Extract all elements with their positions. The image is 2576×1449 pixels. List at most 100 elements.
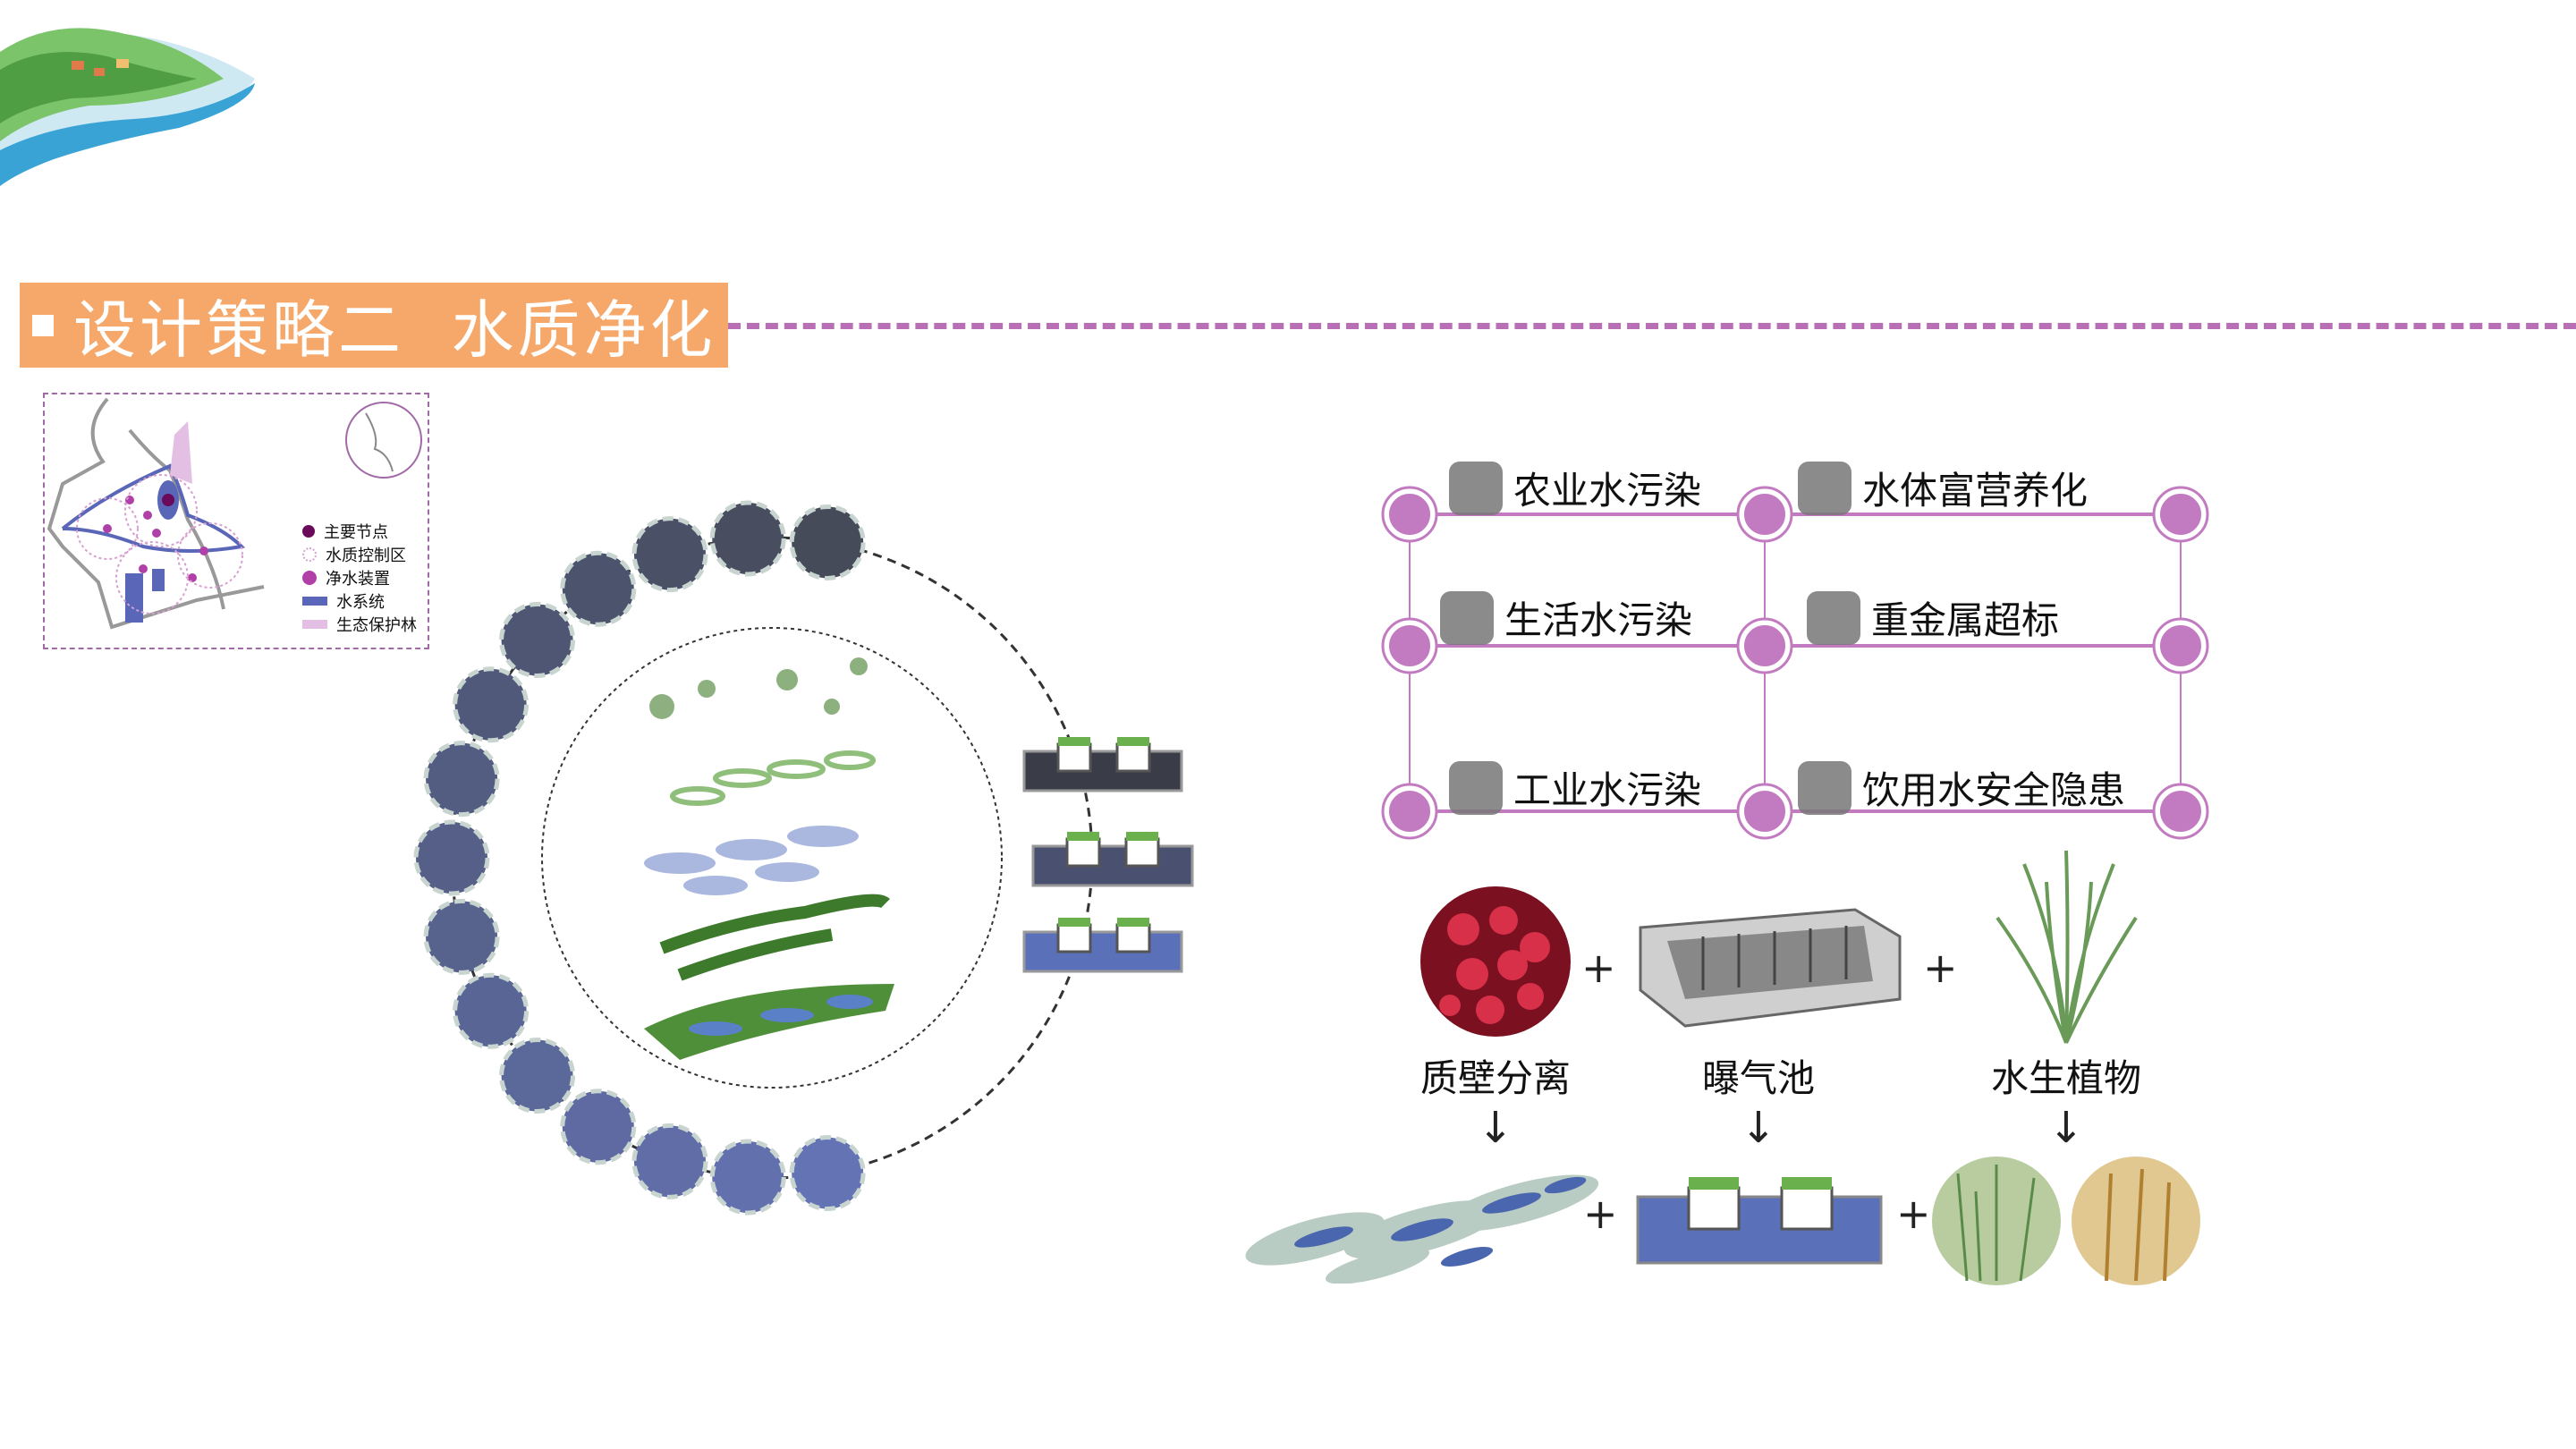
down-arrow-icon: ↓: [2047, 1103, 2085, 1153]
legend-label: 净水装置: [326, 570, 390, 589]
dotted-circle-icon: [302, 547, 317, 562]
site-map-legend-panel: 主要节点 水质控制区 净水装置 水系统 生态保护林: [43, 393, 429, 649]
cell-texture-dot: [560, 1089, 637, 1165]
legend-item-purifier: 净水装置: [302, 566, 390, 589]
problem-label: 水体富营养化: [1862, 469, 2089, 513]
method-label: 曝气池: [1701, 1056, 1815, 1100]
problem-item: 生活水污染: [1440, 590, 1692, 645]
problem-item: 饮用水安全隐患: [1798, 760, 2125, 815]
problem-item: 农业水污染: [1449, 461, 1701, 515]
pipe-discharge-icon: [1449, 760, 1503, 815]
grid-node: [1384, 785, 1436, 837]
aeration-tank-blue: [1022, 918, 1183, 973]
landscape-illustration: [0, 28, 255, 186]
grid-node-ring: [2152, 486, 2209, 543]
grid-node-ring: [1381, 617, 1438, 674]
method-item: 水生植物↓: [1968, 1048, 2165, 1153]
problem-item: 工业水污染: [1449, 760, 1701, 815]
method-label: 质壁分离: [1419, 1056, 1571, 1100]
cell-texture-dot: [413, 819, 490, 896]
bullet-square-icon: [32, 314, 54, 336]
cell-texture-dot: [789, 504, 866, 580]
grid-node-ring: [2152, 783, 2209, 840]
inner-dashed-ring: [541, 627, 1003, 1089]
problem-label: 农业水污染: [1513, 469, 1702, 513]
grid-node: [1384, 620, 1436, 672]
area-swatch-icon: [302, 620, 327, 629]
cell-texture-dot: [453, 972, 530, 1049]
plus-sign: +: [1583, 1190, 1618, 1238]
plus-sign: +: [1581, 944, 1616, 992]
pollution-problem-grid: [1381, 486, 2209, 840]
grid-node-ring: [2152, 617, 2209, 674]
reed-grass-photo: [1932, 1157, 2061, 1285]
legend-item-eco-forest: 生态保护林: [302, 613, 417, 636]
grid-node: [1739, 620, 1791, 672]
cell-texture-dot: [499, 601, 576, 678]
layered-landscape-axonometric: [644, 657, 894, 1060]
purification-cycle-diagram: [413, 500, 1094, 1216]
line-swatch-icon: [302, 597, 327, 606]
water-drop-bacteria-icon: [1798, 461, 1852, 515]
grid-node: [2155, 488, 2207, 540]
title-divider: [728, 323, 2576, 329]
problem-label: 生活水污染: [1504, 598, 1693, 642]
section-title: 设计策略二 水质净化: [73, 293, 716, 367]
locator-inset-map: [345, 402, 422, 479]
dot-icon: [302, 571, 317, 585]
method-item: 质壁分离↓: [1397, 1048, 1594, 1153]
membrane-blobs-diagram: [1245, 1174, 1599, 1284]
grid-node-ring: [1736, 617, 1793, 674]
problem-label: 工业水污染: [1513, 768, 1702, 812]
site-map: [47, 397, 265, 630]
hand-bottle-icon: [1798, 760, 1852, 815]
grid-node: [2155, 620, 2207, 672]
section-title-bar: 设计策略二 水质净化: [20, 283, 728, 368]
aeration-tank-photo: [1639, 908, 1902, 1028]
grid-node: [1739, 785, 1791, 837]
grid-node-ring: [1736, 783, 1793, 840]
cell-texture-dot: [423, 898, 500, 975]
problem-label: 重金属超标: [1871, 598, 2060, 642]
cell-texture-dot: [789, 1135, 866, 1212]
cell-texture-dot: [453, 666, 530, 743]
cell-texture-dot: [631, 516, 708, 593]
legend-label: 水系统: [336, 593, 385, 612]
hazmat-person-icon: [1807, 590, 1860, 645]
cell-plasmolysis-image: [1420, 886, 1571, 1037]
down-arrow-icon: ↓: [1477, 1103, 1514, 1153]
bottle-pollution-icon: [1440, 590, 1494, 645]
grid-node-ring: [1381, 486, 1438, 543]
cell-texture-dot: [709, 500, 786, 577]
cell-texture-dot: [499, 1038, 576, 1114]
cell-texture-dot: [631, 1123, 708, 1199]
method-label: 水生植物: [1990, 1056, 2141, 1100]
legend-item-control-zone: 水质控制区: [302, 543, 406, 566]
problem-label: 饮用水安全隐患: [1862, 768, 2126, 812]
problem-item: 重金属超标: [1807, 590, 2059, 645]
grid-node-ring: [1736, 486, 1793, 543]
cell-texture-dot: [423, 741, 500, 818]
down-arrow-icon: ↓: [1740, 1103, 1777, 1153]
grid-node: [1739, 488, 1791, 540]
legend-label: 生态保护林: [336, 616, 417, 635]
grid-node: [1384, 488, 1436, 540]
cell-texture-dot: [709, 1139, 786, 1216]
grid-node: [2155, 785, 2207, 837]
problem-item: 水体富营养化: [1798, 461, 2088, 515]
grid-node-ring: [1381, 783, 1438, 840]
legend-item-main-node: 主要节点: [302, 520, 388, 543]
legend-label: 水质控制区: [326, 547, 406, 565]
aeration-tank-dark: [1022, 737, 1183, 792]
plus-sign: +: [1896, 1190, 1931, 1238]
legend-item-water-system: 水系统: [302, 589, 385, 613]
legend-label: 主要节点: [324, 523, 388, 542]
method-item: 曝气池↓: [1660, 1048, 1857, 1153]
aquatic-grass-image: [1996, 850, 2138, 1044]
aeration-tank-mid: [1031, 832, 1194, 887]
plus-sign: +: [1923, 944, 1958, 992]
farmer-spraying-icon: [1449, 461, 1503, 515]
dot-icon: [302, 525, 315, 538]
wheat-photo: [2072, 1157, 2200, 1285]
aeration-tank-section: [1636, 1177, 1883, 1265]
